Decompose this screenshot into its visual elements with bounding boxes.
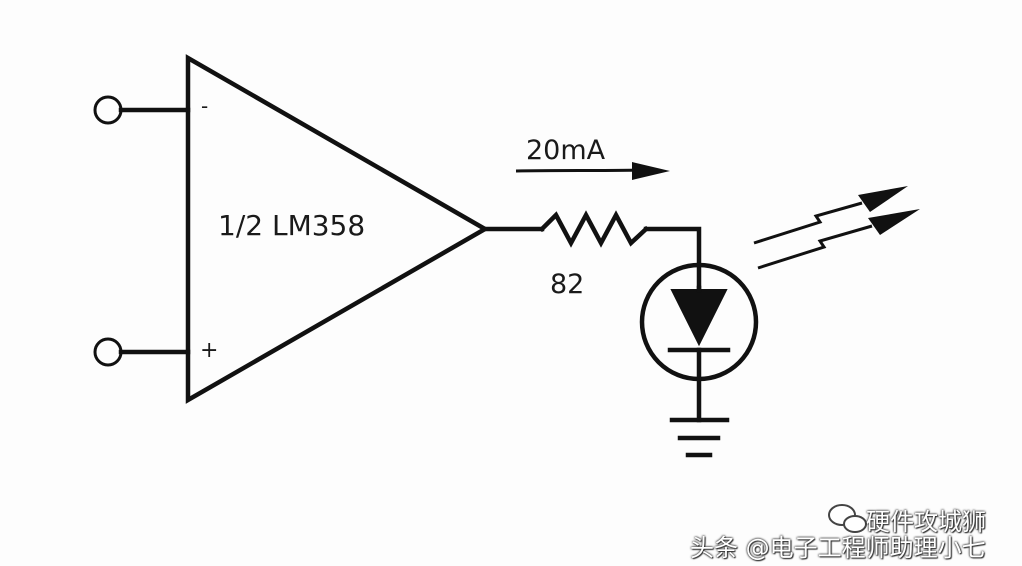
current-label: 20mA bbox=[526, 135, 606, 166]
light-arrow-1-head bbox=[858, 186, 908, 212]
noninverting-sign: + bbox=[200, 338, 219, 363]
light-arrow-1 bbox=[753, 201, 863, 245]
resistor-symbol bbox=[538, 210, 650, 248]
watermark-account: 硬件攻城狮 bbox=[866, 508, 986, 536]
opamp-label: 1/2 LM358 bbox=[218, 209, 366, 242]
inverting-input-terminal bbox=[93, 95, 123, 125]
noninverting-input-terminal bbox=[93, 337, 123, 367]
light-arrow-2-head bbox=[868, 209, 920, 235]
resistor-label: 82 bbox=[550, 269, 585, 300]
light-arrow-2 bbox=[757, 224, 873, 270]
light-emission-arrows bbox=[753, 186, 920, 270]
current-arrow-shaft bbox=[515, 168, 641, 173]
current-arrow-head bbox=[632, 162, 670, 180]
opamp-triangle bbox=[185, 54, 490, 404]
led-anode-wire bbox=[643, 226, 702, 291]
inverting-sign: - bbox=[201, 94, 209, 118]
led-diode-triangle bbox=[670, 289, 728, 347]
watermark-credit: 头条 @电子工程师助理小七 bbox=[690, 534, 986, 562]
wechat-icon bbox=[828, 504, 867, 533]
